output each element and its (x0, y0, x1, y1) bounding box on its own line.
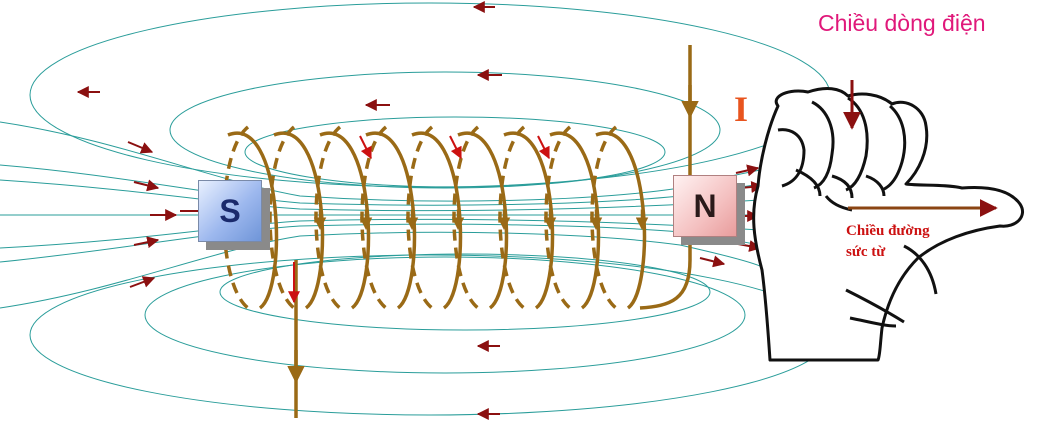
coil-turn-front (227, 131, 279, 310)
coil-red-arrow-1 (359, 135, 372, 160)
hand-arrows (843, 80, 998, 217)
field-loop-bottom-inner (219, 253, 711, 331)
coil-turn-front (457, 131, 509, 310)
field-direction-line2: sức từ (846, 244, 886, 260)
north-pole-label: N (673, 175, 737, 237)
coil-turn-front (549, 131, 601, 310)
field-line-5 (0, 231, 761, 309)
coil-red-arrow-3 (537, 135, 550, 160)
coil-lead-top (639, 45, 692, 310)
current-direction-label: Chiều dòng điện (818, 10, 986, 36)
field-loop-top-outer (29, 2, 831, 188)
coil-turn-front (503, 131, 555, 310)
coil-red-arrows (288, 135, 550, 304)
coil-turn-back (268, 125, 296, 310)
field-arrow-10 (133, 236, 160, 249)
current-symbol-label: I (734, 89, 749, 129)
coil-front-turns (227, 131, 647, 310)
right-hand-icon (752, 87, 1024, 362)
field-arrow-8 (133, 179, 160, 192)
field-arrow-11 (129, 276, 156, 288)
field-arrow-17 (699, 255, 726, 268)
field-arrow-13 (735, 164, 760, 177)
coil-turn-front (365, 131, 417, 310)
field-arrow-7 (127, 141, 154, 154)
coil-red-arrow-2 (449, 135, 462, 160)
south-pole-label: S (198, 180, 262, 242)
coil-turn-front (273, 131, 325, 310)
coil-turn-front (595, 131, 647, 310)
coil-turn-front (411, 131, 463, 310)
coil-back-turns (222, 125, 618, 310)
field-loop-bottom-mid (144, 256, 746, 374)
field-direction-label: Chiều đường sức từ (846, 221, 930, 263)
field-loop-top-mid (169, 71, 721, 189)
field-direction-line1: Chiều đường (846, 223, 930, 239)
coil-turn-front (319, 131, 371, 310)
coil-current-arrows (313, 209, 649, 230)
